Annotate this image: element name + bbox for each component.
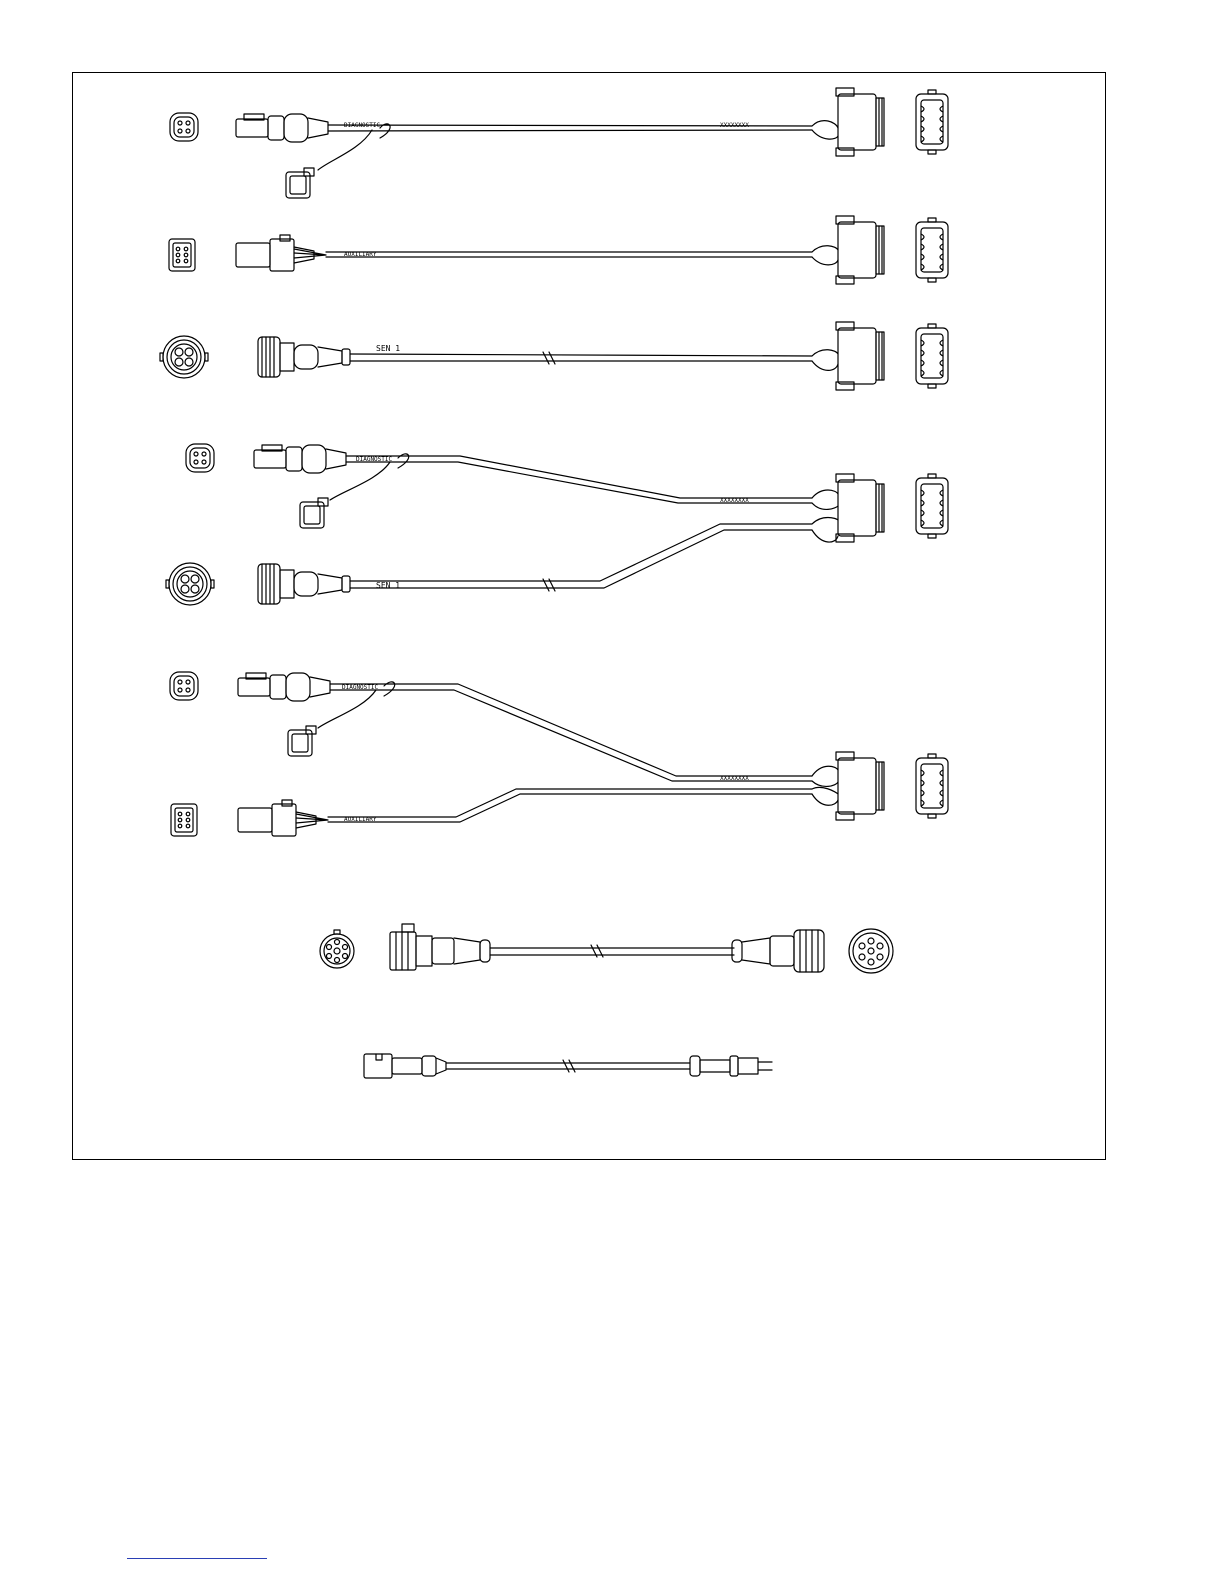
round-seven-pin-connector-icon [849,929,893,973]
harness-sensor: SEN 1 [160,322,948,390]
round-four-pin-sensor-connector-icon [160,336,208,378]
pigtail-terminal [690,1056,772,1076]
sensor-plug [258,337,350,377]
part-number-label: XXXXXXXX [720,775,749,782]
ecu-connector-body [836,88,884,156]
six-pin-auxiliary-connector-icon [171,804,197,836]
ecu-connector-body [836,322,884,390]
diagnostic-label: DIAGNOSTIC [342,684,379,691]
harness-cable [330,684,812,776]
dust-cap-icon [286,168,314,198]
diagnostic-plug [238,673,330,701]
harness-auxiliary: AUXILIARY [169,216,948,284]
diagnostic-plug [236,114,328,142]
ecu-connector-body [836,474,884,542]
harness-extension [320,924,893,973]
twelve-pin-ecu-connector-icon [916,754,948,818]
extension-plug-right [732,930,824,972]
six-pin-auxiliary-connector-icon [169,239,195,271]
sensor-label: SEN 1 [376,581,400,590]
twelve-pin-ecu-connector-icon [916,218,948,282]
ecu-connector-body [836,216,884,284]
harness-cable [350,524,812,581]
twelve-pin-ecu-connector-icon [916,90,948,154]
harness-diagnostic: DIAGNOSTIC XXXXXXXX [170,88,948,198]
four-pin-deutsch-connector-icon [170,672,198,700]
round-seven-pin-connector-icon [320,930,354,968]
ecu-connector-body [836,752,884,820]
part-number-label: XXXXXXXX [720,122,749,129]
auxiliary-label: AUXILIARY [344,816,377,823]
sensor-plug [258,564,350,604]
harness-pigtail [364,1054,772,1078]
round-four-pin-sensor-connector-icon [166,563,214,605]
diagnostic-plug [254,445,346,473]
part-number-label: XXXXXXXX [720,497,749,504]
harness-cable [350,354,812,356]
diagnostic-label: DIAGNOSTIC [344,122,381,129]
diagnostic-label: DIAGNOSTIC [356,456,393,463]
harness-diagnostic-auxiliary: DIAGNOSTIC XXXXXXXX AUXILIARY [170,672,948,836]
twelve-pin-ecu-connector-icon [916,474,948,538]
auxiliary-plug [238,800,328,836]
auxiliary-plug [236,235,326,271]
dust-cap-icon [300,498,328,528]
cap-tether [318,130,372,170]
four-pin-deutsch-connector-icon [170,113,198,141]
cap-tether [330,462,390,500]
extension-plug-left [390,924,490,970]
auxiliary-label: AUXILIARY [344,251,377,258]
footer-rule [127,1558,267,1559]
harness-diagnostic-sensor: DIAGNOSTIC XXXXXXXX SEN 1 [166,444,948,605]
harness-cable [328,789,812,817]
sensor-label: SEN 1 [376,344,400,353]
cap-tether [318,690,376,728]
twelve-pin-ecu-connector-icon [916,324,948,388]
dust-cap-icon [288,726,316,756]
four-pin-deutsch-connector-icon [186,444,214,472]
two-pin-pigtail-connector-icon [364,1054,446,1078]
